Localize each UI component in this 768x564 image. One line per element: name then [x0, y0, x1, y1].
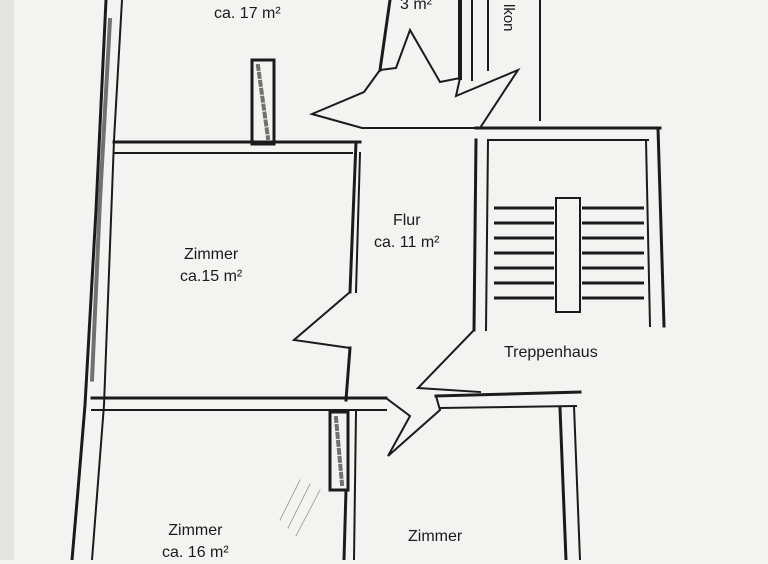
small-room-area: 3 m² — [400, 0, 432, 13]
top-room-area: ca. 17 m² — [214, 5, 281, 22]
floor-hatch — [279, 479, 321, 537]
door-swing-bottom — [384, 394, 442, 457]
wall-flur-left-2 — [354, 151, 362, 294]
wall-small-room-left — [378, 0, 392, 72]
zimmer-left-name: Zimmer — [184, 246, 239, 263]
wall-flur-right — [472, 138, 478, 332]
wall-stair-right — [656, 126, 666, 328]
wall-stair-right-2 — [644, 138, 652, 328]
wall-pillar-bottom — [328, 410, 350, 492]
wall-outer-left-hatch — [89, 17, 113, 383]
wall-pillar-bottom-hatch — [333, 415, 345, 487]
page-edge-shadow — [0, 0, 14, 560]
wall-flur-left — [348, 140, 358, 294]
zimmer-left-label: Zimmer ca.15 m² — [180, 244, 242, 288]
zimmer-bottom-left-area: ca. 16 m² — [162, 544, 229, 561]
wall-bottom-right — [558, 406, 568, 560]
wall-bottom-divider — [342, 488, 348, 560]
zimmer-left-area: ca.15 m² — [180, 268, 243, 285]
treppenhaus-label: Treppenhaus — [504, 344, 598, 361]
wall-middle-horizontal-right — [434, 390, 582, 398]
flur-name: Flur — [392, 212, 421, 229]
flur-area: ca. 11 m² — [374, 234, 440, 251]
wall-flur-right-2 — [484, 138, 490, 332]
stair-divider — [555, 197, 581, 313]
wall-bottom-right-2 — [572, 404, 582, 560]
balcony-label: lkon — [500, 4, 517, 32]
wall-pillar-top — [250, 58, 276, 146]
wall-middle-horizontal-right-2 — [438, 404, 578, 410]
staircase — [494, 197, 644, 313]
zimmer-bottom-right-label: Zimmer — [408, 526, 462, 548]
door-swing-top — [308, 27, 521, 129]
door-swing-left — [291, 290, 352, 350]
wall-outer-left-inner — [90, 0, 124, 560]
door-swing-right — [415, 328, 482, 394]
zimmer-bottom-right-name: Zimmer — [408, 528, 463, 545]
flur-room-label: Flur ca. 11 m² — [374, 210, 440, 254]
door-swing-left-wall — [344, 346, 352, 402]
zimmer-bottom-left-name: Zimmer — [168, 522, 223, 539]
wall-pillar-hatch — [255, 63, 271, 141]
wall-bottom-divider-2 — [352, 410, 358, 560]
zimmer-bottom-left-label: Zimmer ca. 16 m² — [162, 520, 229, 564]
wall-outer-left — [70, 0, 108, 560]
